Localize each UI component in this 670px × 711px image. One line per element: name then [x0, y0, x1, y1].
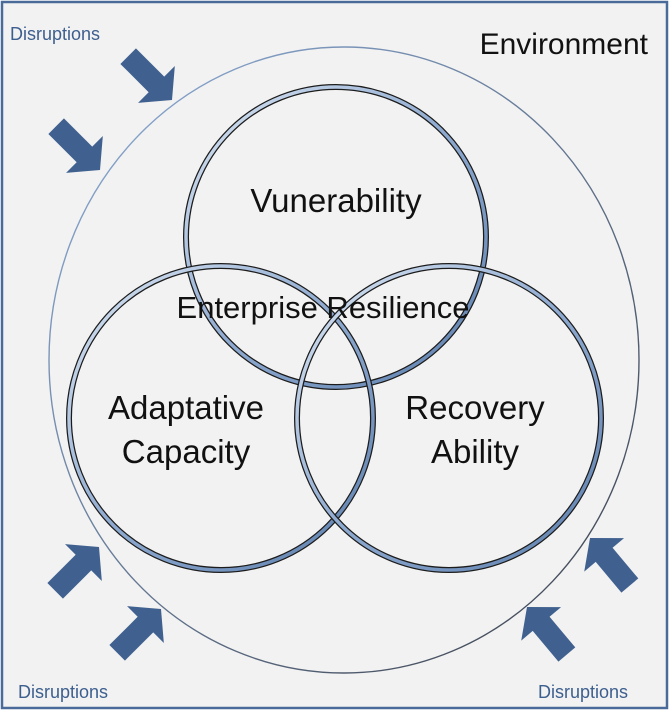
arrow-icon [109, 606, 164, 661]
recovery-ability-label-line2: Ability [431, 433, 520, 470]
arrow-icon [521, 607, 576, 662]
arrow-icon [47, 544, 102, 599]
disruptions-label-bottom-left: Disruptions [18, 682, 108, 702]
adaptive-capacity-label-line1: Adaptative [108, 389, 264, 426]
enterprise-resilience-label: Enterprise Resilience [177, 290, 470, 325]
arrow-icon [584, 538, 639, 593]
disruptions-label-bottom-right: Disruptions [538, 682, 628, 702]
circle-recovery-ability [294, 263, 604, 573]
circle-vulnerability [183, 84, 489, 390]
environment-label: Environment [480, 28, 649, 61]
vulnerability-label: Vunerability [250, 182, 422, 219]
circle-adaptive-capacity [66, 263, 376, 573]
recovery-ability-label-line1: Recovery [405, 389, 545, 426]
disruptions-label-top-left: Disruptions [10, 24, 100, 44]
arrow-icon [120, 48, 175, 103]
adaptive-capacity-label-line2: Capacity [122, 433, 251, 470]
enterprise-boundary-ellipse [48, 46, 640, 674]
arrow-icon [48, 118, 103, 173]
